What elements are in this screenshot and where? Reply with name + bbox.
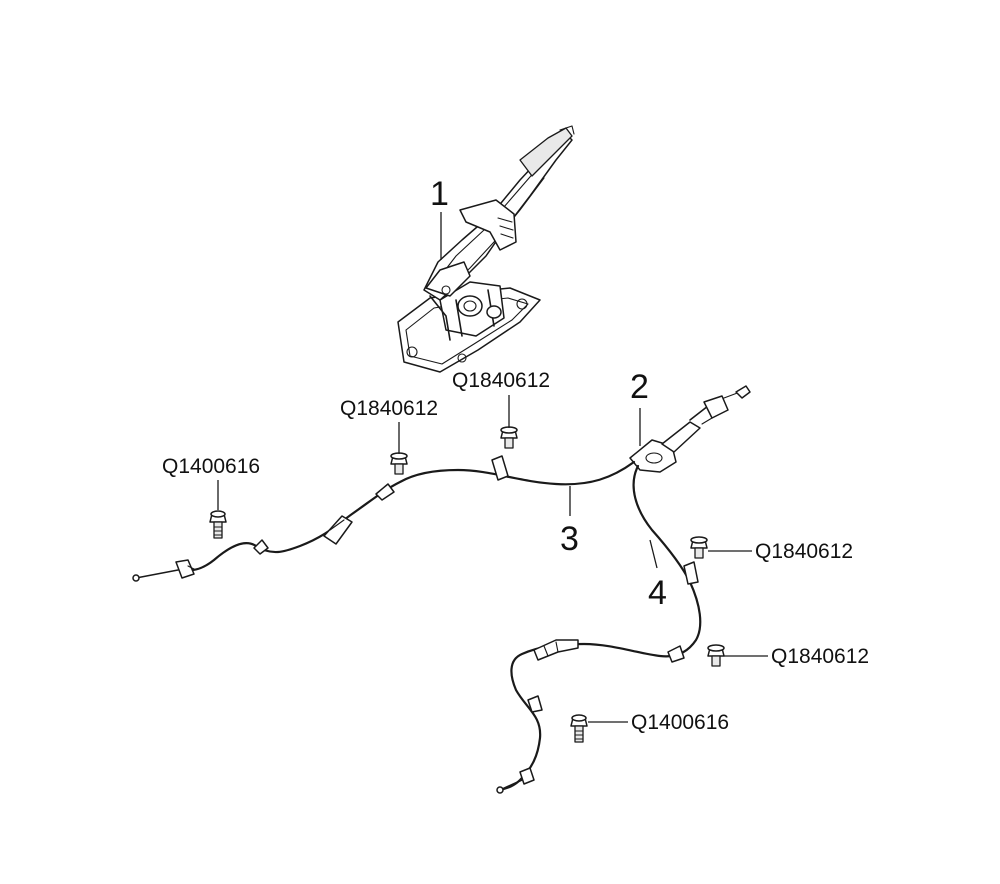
part-code-left: Q1400616 bbox=[162, 455, 260, 478]
bolt-bottom bbox=[570, 714, 588, 743]
callout-3: 3 bbox=[560, 520, 579, 558]
callout-1: 1 bbox=[430, 175, 449, 213]
right-rear-brake-cable bbox=[496, 464, 702, 794]
part-code-top-center: Q1840612 bbox=[452, 369, 550, 392]
callout-4: 4 bbox=[648, 574, 667, 612]
bolt-right-middle bbox=[707, 644, 725, 667]
bolt-left bbox=[209, 510, 227, 539]
bolt-top-center bbox=[500, 426, 518, 449]
part-code-bottom: Q1400616 bbox=[631, 711, 729, 734]
part-code-top-left: Q1840612 bbox=[340, 397, 438, 420]
cable-equalizer bbox=[629, 385, 751, 473]
bolt-right-upper bbox=[690, 536, 708, 559]
part-code-right-upper: Q1840612 bbox=[755, 540, 853, 563]
callout-2: 2 bbox=[630, 368, 649, 406]
hand-brake-lever-assembly bbox=[397, 125, 575, 373]
left-rear-brake-cable bbox=[132, 455, 636, 582]
bolt-top-left bbox=[390, 452, 408, 475]
leader-lines bbox=[217, 212, 768, 723]
part-code-right-middle: Q1840612 bbox=[771, 645, 869, 668]
